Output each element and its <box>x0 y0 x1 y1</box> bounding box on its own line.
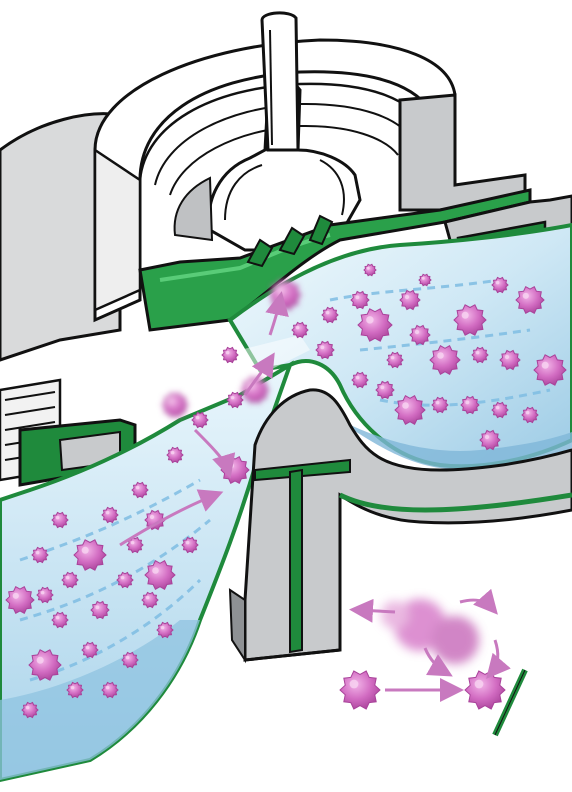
force-arrow-icon <box>460 600 492 608</box>
particle-icon <box>340 671 380 709</box>
collision-detail <box>358 599 525 735</box>
particle-icon <box>162 393 188 418</box>
particle-icon <box>419 274 431 285</box>
particle-icon <box>465 671 505 709</box>
force-arrow-icon <box>492 640 498 672</box>
particle-icon <box>364 264 376 275</box>
force-arrow-icon <box>358 610 395 612</box>
